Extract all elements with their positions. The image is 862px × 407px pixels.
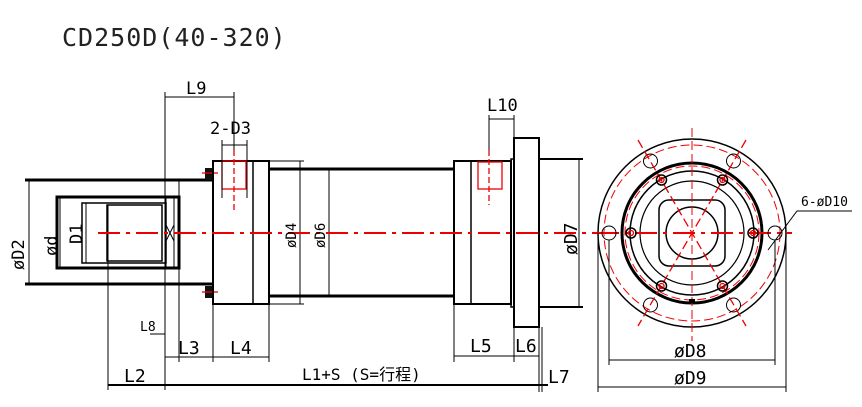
dim-D8: øD8	[674, 341, 707, 362]
dim-L8: L8	[140, 320, 156, 335]
dim-L9: L9	[186, 79, 206, 99]
dim-L4: L4	[230, 338, 252, 359]
bolts	[625, 174, 759, 292]
drawing-title: CD250D(40-320)	[62, 23, 287, 52]
dim-L1-plus-stroke: L1+S (S=行程)	[302, 365, 421, 384]
mounting-hole	[726, 297, 741, 313]
mounting-hole	[643, 153, 658, 169]
port-cap	[477, 161, 503, 190]
mounting-hole	[726, 153, 741, 169]
dim-L3: L3	[178, 338, 200, 359]
dim-D10: 6-øD10	[801, 195, 848, 210]
dim-D1: D1	[67, 224, 87, 244]
mounting-hole	[643, 297, 658, 313]
dim-L7: L7	[548, 367, 570, 388]
dim-D6: øD6	[313, 223, 329, 248]
mounting-flange	[513, 137, 540, 328]
dim-L10: L10	[487, 96, 518, 116]
dim-D9: øD9	[674, 368, 707, 389]
dim-D7: øD7	[561, 222, 582, 255]
port-head	[221, 160, 247, 190]
end-view	[597, 128, 792, 341]
dim-L6: L6	[515, 336, 537, 357]
dim-d: ød	[42, 236, 62, 256]
side-view	[25, 92, 600, 392]
dim-L5: L5	[470, 336, 492, 357]
end-view-dimensions	[597, 210, 852, 392]
dim-D4: øD4	[284, 223, 300, 248]
dim-D2: øD2	[9, 239, 29, 270]
dim-L2: L2	[124, 366, 146, 387]
seal	[205, 168, 213, 180]
dim-D3: 2-D3	[210, 119, 251, 139]
